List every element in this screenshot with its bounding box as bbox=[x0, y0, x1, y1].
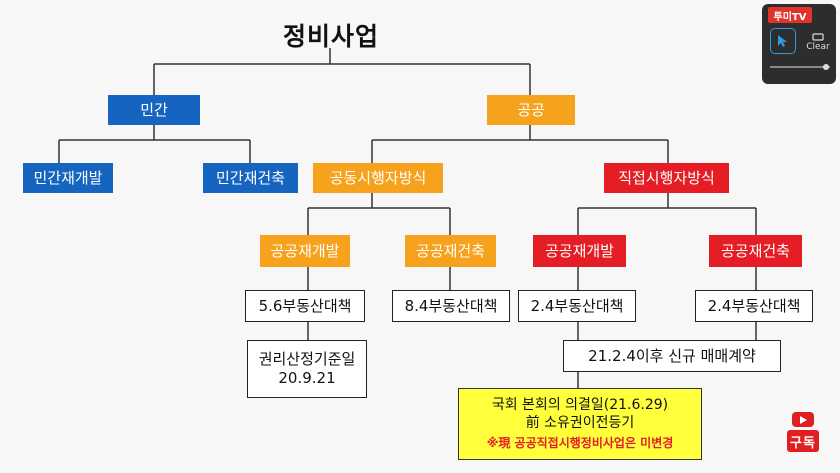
toolbar-slider[interactable] bbox=[770, 64, 830, 70]
diagram-title: 정비사업 bbox=[283, 22, 380, 51]
node-private-redevelopment: 민간재개발 bbox=[23, 163, 113, 193]
eraser-icon bbox=[812, 33, 824, 41]
youtube-play-icon bbox=[792, 412, 814, 427]
node-joint-method: 공동시행자방식 bbox=[313, 163, 443, 193]
assembly-ownership-transfer: 前 소유권이전등기 bbox=[525, 414, 635, 431]
node-private-reconstruction: 민간재건축 bbox=[203, 163, 298, 193]
node-joint-redevelopment: 공공재개발 bbox=[260, 235, 350, 267]
pointer-tool-button[interactable] bbox=[770, 28, 796, 54]
node-joint-reconstruction: 공공재건축 bbox=[405, 235, 496, 267]
node-direct-reconstruction: 공공재건축 bbox=[709, 235, 802, 267]
node-policy-84: 8.4부동산대책 bbox=[392, 290, 510, 322]
node-private: 민간 bbox=[108, 95, 200, 125]
clear-label: Clear bbox=[806, 42, 830, 52]
subscribe-badge[interactable]: 구독 bbox=[787, 412, 819, 462]
node-policy-56: 5.6부동산대책 bbox=[245, 290, 365, 322]
assembly-note: ※現 공공직접시행정비사업은 미변경 bbox=[486, 436, 674, 450]
node-assembly-resolution: 국회 본회의 의결일(21.6.29) 前 소유권이전등기 ※現 공공직접시행정… bbox=[458, 388, 702, 460]
node-direct-redevelopment: 공공재개발 bbox=[533, 235, 626, 267]
cursor-icon bbox=[778, 35, 787, 47]
rights-date-label: 권리산정기준일 bbox=[258, 350, 356, 369]
node-public: 공공 bbox=[487, 95, 575, 125]
channel-logo: 투미TV bbox=[768, 7, 812, 23]
assembly-resolution-date: 국회 본회의 의결일(21.6.29) bbox=[491, 397, 669, 413]
node-new-contract-after: 21.2.4이후 신규 매매계약 bbox=[563, 340, 781, 372]
node-policy-24-b: 2.4부동산대책 bbox=[695, 290, 813, 322]
node-direct-method: 직접시행자방식 bbox=[604, 163, 729, 193]
node-rights-calculation-date: 권리산정기준일 20.9.21 bbox=[247, 340, 367, 398]
node-policy-24-a: 2.4부동산대책 bbox=[518, 290, 636, 322]
channel-toolbar: 투미TV Clear bbox=[762, 4, 836, 84]
rights-date-value: 20.9.21 bbox=[278, 369, 336, 387]
subscribe-label: 구독 bbox=[787, 430, 819, 452]
clear-button[interactable]: Clear bbox=[804, 30, 832, 52]
